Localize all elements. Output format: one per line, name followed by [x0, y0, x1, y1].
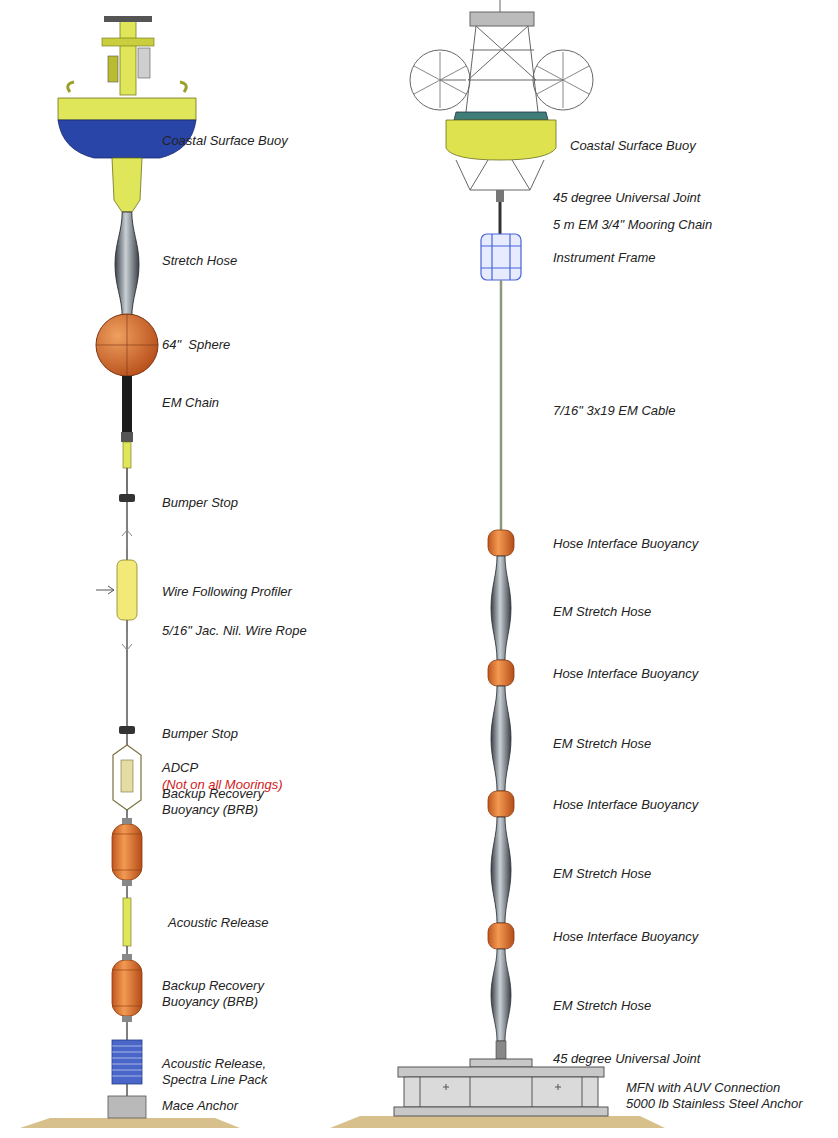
part-label: Bumper Stop [162, 726, 238, 742]
part-label: MFN with AUV Connection [626, 1080, 780, 1096]
part-label: Hose Interface Buoyancy [553, 536, 698, 552]
part-label: EM Stretch Hose [553, 604, 651, 620]
part-label: Stretch Hose [162, 253, 237, 269]
part-label: 45 degree Universal Joint [553, 1051, 700, 1067]
part-label: 7/16" 3x19 EM Cable [553, 403, 675, 419]
part-label: 5 m EM 3/4" Mooring Chain [553, 217, 712, 233]
part-label: Bumper Stop [162, 495, 238, 511]
part-label: Coastal Surface Buoy [570, 138, 696, 154]
part-label: ADCP [162, 760, 198, 776]
part-label: Hose Interface Buoyancy [553, 929, 698, 945]
part-label: Wire Following Profiler [162, 584, 292, 600]
part-label: Coastal Surface Buoy [162, 133, 288, 149]
part-label: Hose Interface Buoyancy [553, 797, 698, 813]
part-label: EM Stretch Hose [553, 866, 651, 882]
part-label: 45 degree Universal Joint [553, 190, 700, 206]
part-label: Hose Interface Buoyancy [553, 666, 698, 682]
part-label: 64" Sphere [162, 337, 230, 353]
part-label: Backup Recovery Buoyancy (BRB) [162, 978, 280, 1010]
part-label: Acoustic Release [168, 915, 268, 931]
part-label: Acoustic Release, Spectra Line Pack [162, 1056, 282, 1088]
part-label: EM Stretch Hose [553, 998, 651, 1014]
part-label: Instrument Frame [553, 250, 656, 266]
part-label: EM Chain [162, 395, 219, 411]
part-label: Backup Recovery Buoyancy (BRB) [162, 786, 280, 818]
part-label: 5/16" Jac. Nil. Wire Rope [162, 623, 307, 639]
part-label: Mace Anchor [162, 1098, 238, 1114]
part-label: 5000 lb Stainless Steel Anchor [626, 1096, 803, 1112]
part-label: EM Stretch Hose [553, 736, 651, 752]
